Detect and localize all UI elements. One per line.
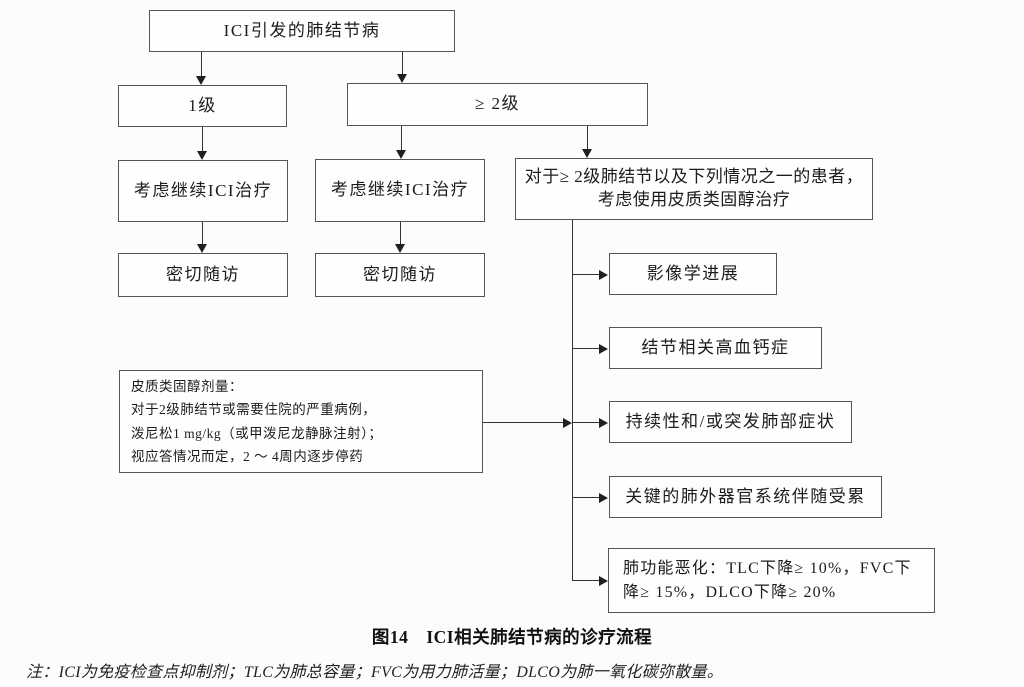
steroid-criteria-line1: 对于≥ 2级肺结节以及下列情况之一的患者， [524,167,864,187]
branch-lung-function-line [571,579,600,581]
node-condition-extrapulmonary-involvement: 关键的肺外器官系统伴随受累 [609,476,882,518]
dose-line-4: 视应答情况而定，2 ～ 4周内逐步停药 [131,449,364,464]
arrow-right-icon [599,492,608,503]
dose-line-2: 对于2级肺结节或需要住院的严重病例， [131,402,377,417]
dose-line-3: 泼尼松1 mg/kg（或甲泼尼龙静脉注射）； [131,425,383,441]
node-steroid-dose-info: 皮质类固醇剂量： 对于2级肺结节或需要住院的严重病例， 泼尼松1 mg/kg（或… [119,370,483,473]
arrow-right-icon [599,343,608,354]
node-grade2-or-higher: ≥ 2级 [347,83,648,126]
node-close-followup-2: 密切随访 [315,253,485,297]
branch-symptoms-line [572,421,600,423]
figure-footnote: 注：ICI为免疫检查点抑制剂；TLC为肺总容量；FVC为用力肺活量；DLCO为肺… [26,664,724,681]
branch-hypercalcemia-line [572,347,600,349]
figure-caption: 图14 ICI相关肺结节病的诊疗流程 [371,627,653,647]
connector-grade2-continue-line [400,126,402,151]
arrow-down-icon [396,150,406,159]
arrow-down-icon [196,76,206,85]
node-condition-pulmonary-symptoms: 持续性和/或突发肺部症状 [609,401,852,443]
connector-root-grade1-line [200,52,202,77]
arrow-down-icon [582,149,592,158]
connector-continue1-followup-line [201,222,203,245]
arrow-right-icon [599,575,608,586]
node-root: ICI引发的肺结节病 [149,10,455,52]
node-grade1: 1级 [118,85,287,127]
arrow-down-icon [395,244,405,253]
arrow-right-icon [563,417,572,428]
arrow-right-icon [599,417,608,428]
branch-extrapulmonary-line [572,496,600,498]
arrow-down-icon [397,74,407,83]
arrow-down-icon [197,151,207,160]
branch-imaging-line [572,273,600,275]
connector-continue2-followup-line [399,222,401,245]
arrow-right-icon [599,269,608,280]
dose-line-1: 皮质类固醇剂量： [131,378,243,394]
connector-grade1-continue-line [201,127,203,152]
node-steroid-criteria: 对于≥ 2级肺结节以及下列情况之一的患者， 考虑使用皮质类固醇治疗 [515,158,873,220]
node-condition-imaging-progression: 影像学进展 [609,253,777,295]
connector-steroid-trunk-line [571,220,573,580]
node-condition-lung-function-decline: 肺功能恶化：TLC下降≥ 10%，FVC下降≥ 15%，DLCO下降≥ 20% [608,548,935,613]
node-condition-hypercalcemia: 结节相关高血钙症 [609,327,822,369]
node-close-followup-1: 密切随访 [118,253,288,297]
node-continue-ici-2: 考虑继续ICI治疗 [315,159,485,222]
node-continue-ici-1: 考虑继续ICI治疗 [118,160,288,222]
connector-grade2-steroid-line [586,126,588,150]
connector-root-grade2-line [401,52,403,75]
steroid-criteria-line2: 考虑使用皮质类固醇治疗 [597,190,791,209]
connector-dose-trunk-line [483,421,564,423]
arrow-down-icon [197,244,207,253]
